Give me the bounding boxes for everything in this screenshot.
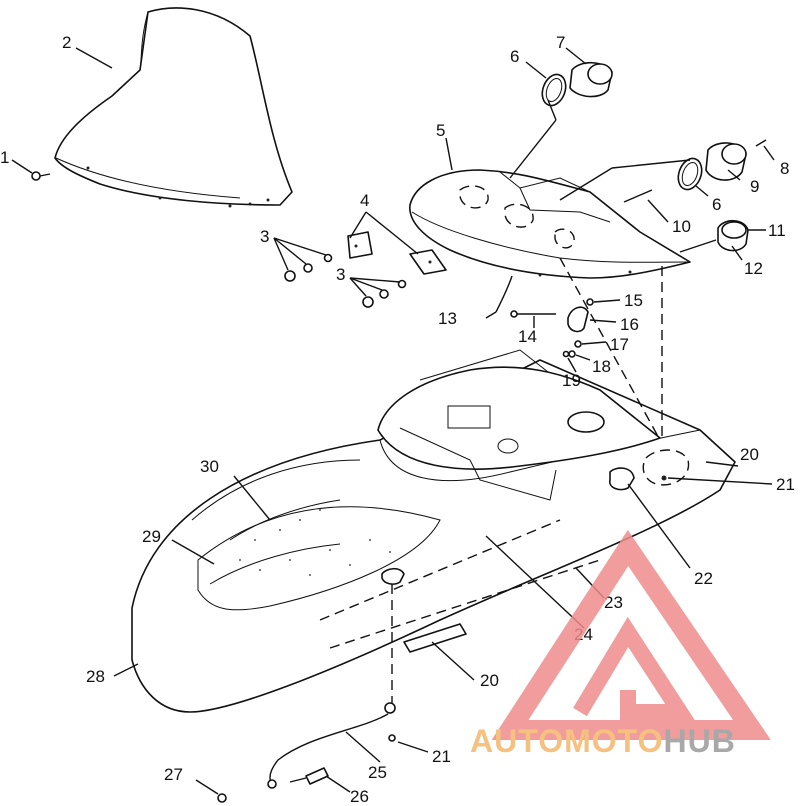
hood-part-28 [131,349,736,713]
logo-text-hub: HUB [663,723,735,759]
switch-part-11 [717,219,749,252]
callout-28: 28 [86,667,105,686]
callout-26: 26 [350,787,369,806]
windshield-part [54,7,293,208]
callout-6-right: 6 [712,195,721,214]
callout-30: 30 [200,457,219,476]
callout-14: 14 [518,327,537,346]
leader-lines [11,47,775,795]
callout-23: 23 [604,593,623,612]
callout-9: 9 [750,177,759,196]
cable-part-10 [623,189,653,203]
callout-3-lower: 3 [336,265,345,284]
callout-13: 13 [438,309,457,328]
callout-4: 4 [360,191,369,210]
callout-2: 2 [62,33,71,52]
callout-8: 8 [780,159,789,178]
automotohub-logo: AUTOMOTOHUB [470,529,771,759]
callout-11: 11 [768,221,786,240]
callout-27: 27 [164,765,183,784]
callout-15: 15 [624,291,643,310]
callout-17: 17 [610,335,629,354]
callout-25: 25 [368,763,387,782]
callout-16: 16 [620,315,639,334]
gauge-part-7 [541,61,613,107]
screw-part-14 [510,310,556,318]
bracket-part-4 [347,231,447,275]
callout-3-upper: 3 [260,227,269,246]
callout-labels: 1 2 3 3 4 5 6 6 7 8 9 10 11 12 13 14 15 … [0,33,795,806]
callout-20-right: 20 [740,445,759,464]
callout-1: 1 [0,148,9,167]
gauge-part-9 [677,139,767,191]
callout-21-lower: 21 [432,747,451,766]
callout-21-right: 21 [776,475,795,494]
nut-washer-part-3 [284,253,407,308]
callout-22: 22 [694,569,713,588]
hardware-parts-15-19 [562,298,594,358]
lower-hardware [217,702,396,803]
callout-18: 18 [592,357,611,376]
svg-text:AUTOMOTOHUB: AUTOMOTOHUB [470,723,736,759]
screw-part-1 [31,171,51,181]
callout-10: 10 [672,217,691,236]
callout-29: 29 [142,527,161,546]
logo-text-moto: MOTO [564,723,663,759]
callout-6-top: 6 [510,47,519,66]
callout-7: 7 [556,33,565,52]
logo-text-auto: AUTO [470,723,564,759]
dash-panel-part [409,169,691,279]
callout-12: 12 [744,259,763,278]
wire-part-13 [495,275,513,313]
callout-19: 19 [562,371,581,390]
callout-5: 5 [436,121,445,140]
callout-20-lower: 20 [480,671,499,690]
